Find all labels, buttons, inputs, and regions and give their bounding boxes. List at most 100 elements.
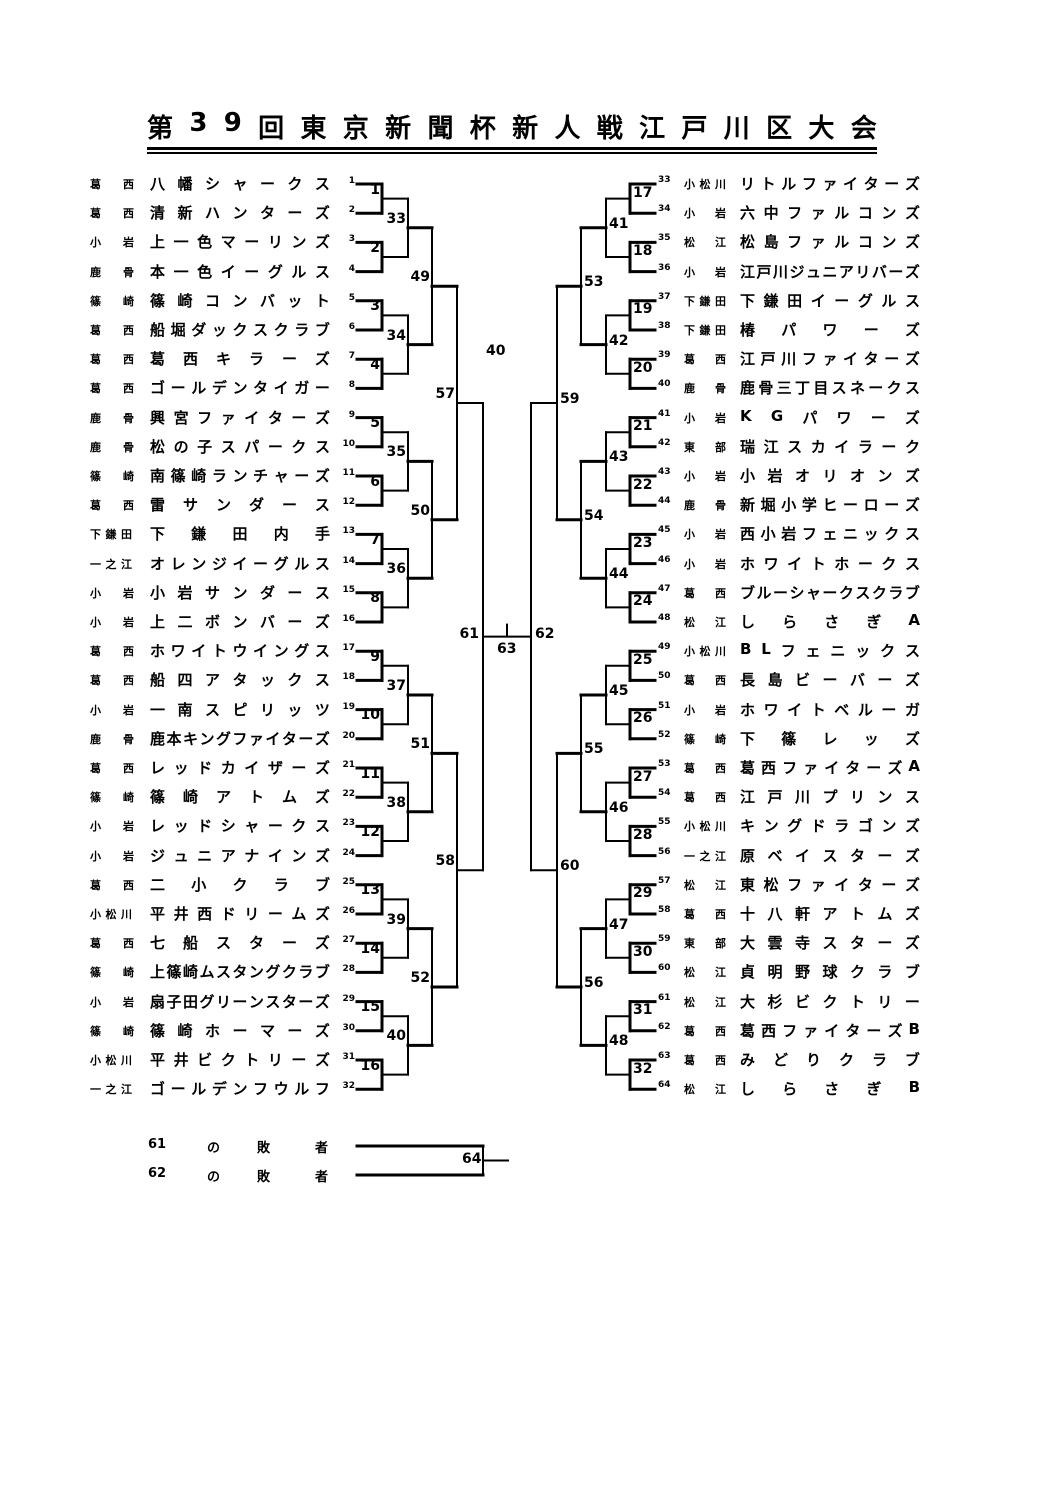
team-area: 小岩 [90, 849, 134, 863]
team-area: 葛西 [684, 791, 726, 805]
team-name: ジュニアナインズ [150, 846, 330, 865]
team-name: 東松ファイターズ [740, 875, 920, 894]
seed-number: 20 [342, 730, 355, 741]
team-name: 篠崎コンバット [150, 291, 330, 310]
team-name: 椿パワーズ [740, 321, 920, 339]
seed-number: 34 [658, 204, 671, 215]
team-area: 小岩 [90, 995, 134, 1009]
seed-number: 23 [342, 818, 355, 829]
match-number: 53 [584, 274, 604, 291]
team-name: 貞明野球クラブ [740, 963, 920, 982]
team-row: 小松川キングドラゴンズ [684, 817, 924, 837]
team-name: 二小クラブ [150, 875, 330, 894]
team-row: 小岩江戸川ジュニアリバーズ [684, 263, 924, 283]
team-name: 六中ファルコンズ [740, 204, 920, 223]
seed-number: 61 [658, 992, 671, 1003]
team-row: 東部大雲寺スターズ [684, 934, 924, 954]
team-name: 清新ハンターズ [150, 204, 330, 223]
team-row: 篠崎篠崎コンバット [90, 292, 335, 312]
team-area: 下鎌田 [684, 294, 726, 308]
seed-number: 21 [342, 760, 355, 770]
team-area: 小岩 [684, 411, 726, 425]
team-area: 鹿骨 [90, 732, 134, 746]
seed-number: 28 [342, 964, 355, 975]
team-area: 小岩 [90, 616, 134, 629]
match-number: 50 [410, 502, 430, 519]
team-row: 葛西七船スターズ [90, 934, 335, 954]
team-name: 大雲寺スターズ [740, 934, 920, 953]
seed-number: 52 [658, 729, 671, 740]
team-area: 小岩 [90, 586, 134, 600]
match-number: 5 [370, 415, 380, 432]
match-number-third-place: 64 [462, 1151, 482, 1167]
team-row: 葛西十八軒アトムズ [684, 905, 924, 925]
team-name: 新堀小学ヒーローズ [740, 496, 920, 515]
title-char: 会 [850, 114, 877, 144]
team-name: 江戸川ジュニアリバーズ [740, 262, 920, 281]
team-row: 下鎌田下鎌田イーグルス [684, 292, 924, 312]
title-char: 大 [808, 114, 835, 144]
match-number-semifinal-left: 61 [459, 625, 479, 642]
title-char: 京 [342, 114, 369, 144]
team-row: 小岩一南スピリッツ [90, 701, 335, 721]
team-area: 松江 [684, 878, 726, 892]
team-row: 葛西ゴールデンタイガー [90, 379, 335, 399]
match-number: 37 [386, 678, 406, 694]
team-row: 小岩レッドシャークス [90, 817, 335, 837]
title-char: 人 [554, 114, 581, 144]
team-row: 葛西雷サンダース [90, 496, 335, 516]
team-name: 上二ボンバーズ [150, 613, 330, 631]
match-number: 44 [609, 566, 629, 583]
team-row: 小岩六中ファルコンズ [684, 204, 924, 224]
seed-number: 47 [658, 583, 671, 594]
team-area: 小松川 [90, 908, 132, 921]
seed-number: 49 [658, 642, 671, 653]
title-char: 回 [258, 114, 285, 144]
match-number: 9 [370, 648, 380, 665]
seed-number: 41 [658, 408, 671, 419]
match-number: 28 [633, 827, 653, 843]
match-number: 47 [609, 916, 629, 933]
team-row: 葛西船堀ダックスクラブ [90, 321, 335, 341]
stray-match-label: 40 [486, 343, 506, 359]
title-char: 戸 [681, 114, 708, 144]
title-rule-bottom [147, 152, 877, 154]
match-number: 45 [609, 683, 629, 699]
seed-number: 35 [658, 233, 671, 244]
match-number: 23 [633, 535, 653, 551]
third-place-text: 敗 [257, 1170, 271, 1185]
match-number: 43 [609, 449, 629, 466]
team-area: 鹿骨 [90, 265, 134, 279]
team-row: 鹿骨松の子スパークス [90, 438, 335, 458]
team-name: 平井西ドリームズ [150, 905, 330, 923]
seed-number: 40 [658, 379, 671, 390]
title-char: 区 [766, 114, 793, 144]
team-area: 鹿骨 [90, 411, 134, 425]
team-row: 小岩 ジュニアナインズ [90, 847, 335, 867]
seed-number: 37 [658, 291, 671, 302]
team-area: 篠崎 [90, 470, 134, 483]
seed-number: 29 [342, 993, 355, 1004]
match-number: 21 [633, 418, 653, 435]
team-name: レッドカイザーズ [150, 759, 330, 777]
team-area: 松江 [684, 616, 726, 629]
team-area: 一之江 [684, 849, 726, 863]
seed-number: 2 [348, 205, 355, 216]
team-row: 葛西二小クラブ [90, 876, 335, 896]
match-number: 51 [410, 736, 430, 753]
team-row: 松江貞明野球クラブ [684, 963, 924, 983]
team-name: 上一色マーリンズ [150, 233, 330, 252]
team-row: 松江大杉ビクトリー [684, 993, 924, 1013]
team-area: 一之江 [90, 1083, 132, 1097]
seed-number: 56 [658, 846, 671, 857]
match-number: 34 [386, 327, 406, 344]
team-name: ホワイトベルーガ [740, 700, 920, 719]
match-number: 32 [633, 1060, 653, 1077]
seed-number: 30 [342, 1022, 355, 1033]
title-char: 戦 [596, 114, 623, 144]
team-row: 松江東松ファイターズ [684, 876, 924, 896]
team-row: 鹿骨興宮ファイターズ [90, 409, 335, 429]
team-area: 小岩 [684, 265, 726, 279]
